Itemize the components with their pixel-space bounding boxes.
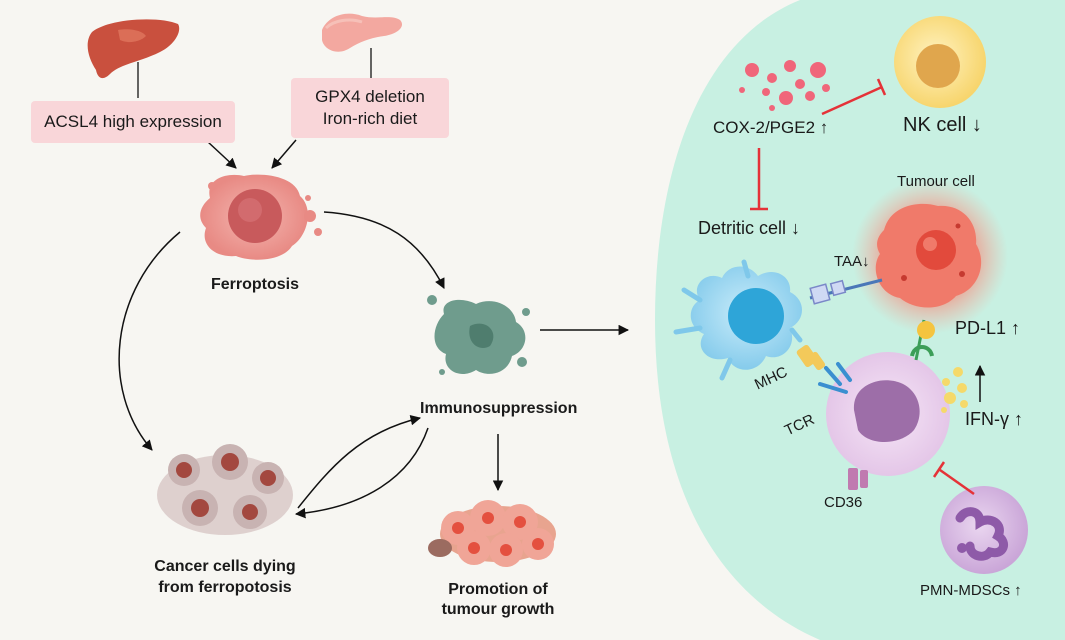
dendritic-cell-icon xyxy=(673,259,803,381)
ferroptosis-cell-icon xyxy=(200,174,322,260)
nk-cell-label: NK cell ↓ xyxy=(903,114,982,136)
ferroptosis-label: Ferroptosis xyxy=(210,276,299,293)
pge2-particles-icon xyxy=(739,60,830,111)
gpx4-box: GPX4 deletion Iron-rich diet xyxy=(291,78,449,138)
cox2-pge2-label: COX-2/PGE2 ↑ xyxy=(713,118,829,137)
pmn-mdscs-label: PMN-MDSCs ↑ xyxy=(920,582,1022,599)
immunosuppression-label: Immunosuppression xyxy=(420,400,578,417)
ifn-gamma-label: IFN-γ ↑ xyxy=(965,409,1023,429)
pmn-mdsc-cell-icon xyxy=(940,486,1028,574)
mhc-tcr-complex-icon xyxy=(796,344,852,394)
gpx4-label-line1: GPX4 deletion xyxy=(315,87,425,106)
nk-cell-icon xyxy=(894,16,986,108)
detritic-cell-label: Detritic cell ↓ xyxy=(698,218,801,238)
immunosuppression-cell-icon xyxy=(427,295,530,375)
tumour-growth-icon xyxy=(428,500,556,567)
dying-cells-label-line1: Cancer cells dying xyxy=(154,558,296,575)
dying-cancer-cells-icon xyxy=(157,444,293,535)
acsl4-label: ACSL4 high expression xyxy=(44,112,222,131)
tumour-microenvironment-region xyxy=(655,0,1065,640)
taa-connector-icon xyxy=(809,278,883,305)
cd36-receptor-icon xyxy=(848,468,868,490)
promotion-label: Promotion of tumour growth xyxy=(436,580,560,620)
pd-l1-label: PD-L1 ↑ xyxy=(955,318,1021,338)
ifn-gamma-particles-icon xyxy=(941,367,968,413)
tumour-cell-label: Tumour cell xyxy=(897,173,975,190)
pd-l1-connector-icon xyxy=(910,319,935,361)
gpx4-label-line2: Iron-rich diet xyxy=(322,109,418,128)
taa-label: TAA↓ xyxy=(834,253,870,270)
t-cell-icon xyxy=(826,352,950,476)
pancreas-icon xyxy=(322,13,403,52)
acsl4-box: ACSL4 high expression xyxy=(31,101,235,143)
liver-icon xyxy=(87,19,180,79)
dying-cells-label: Cancer cells dying from ferropotosis xyxy=(140,556,310,598)
dying-cells-label-line2: from ferropotosis xyxy=(158,579,292,596)
cd36-label: CD36 xyxy=(824,494,863,511)
promotion-label-line2: tumour growth xyxy=(441,601,555,618)
tumour-cell-icon xyxy=(852,178,1008,334)
promotion-label-line1: Promotion of xyxy=(448,581,548,598)
